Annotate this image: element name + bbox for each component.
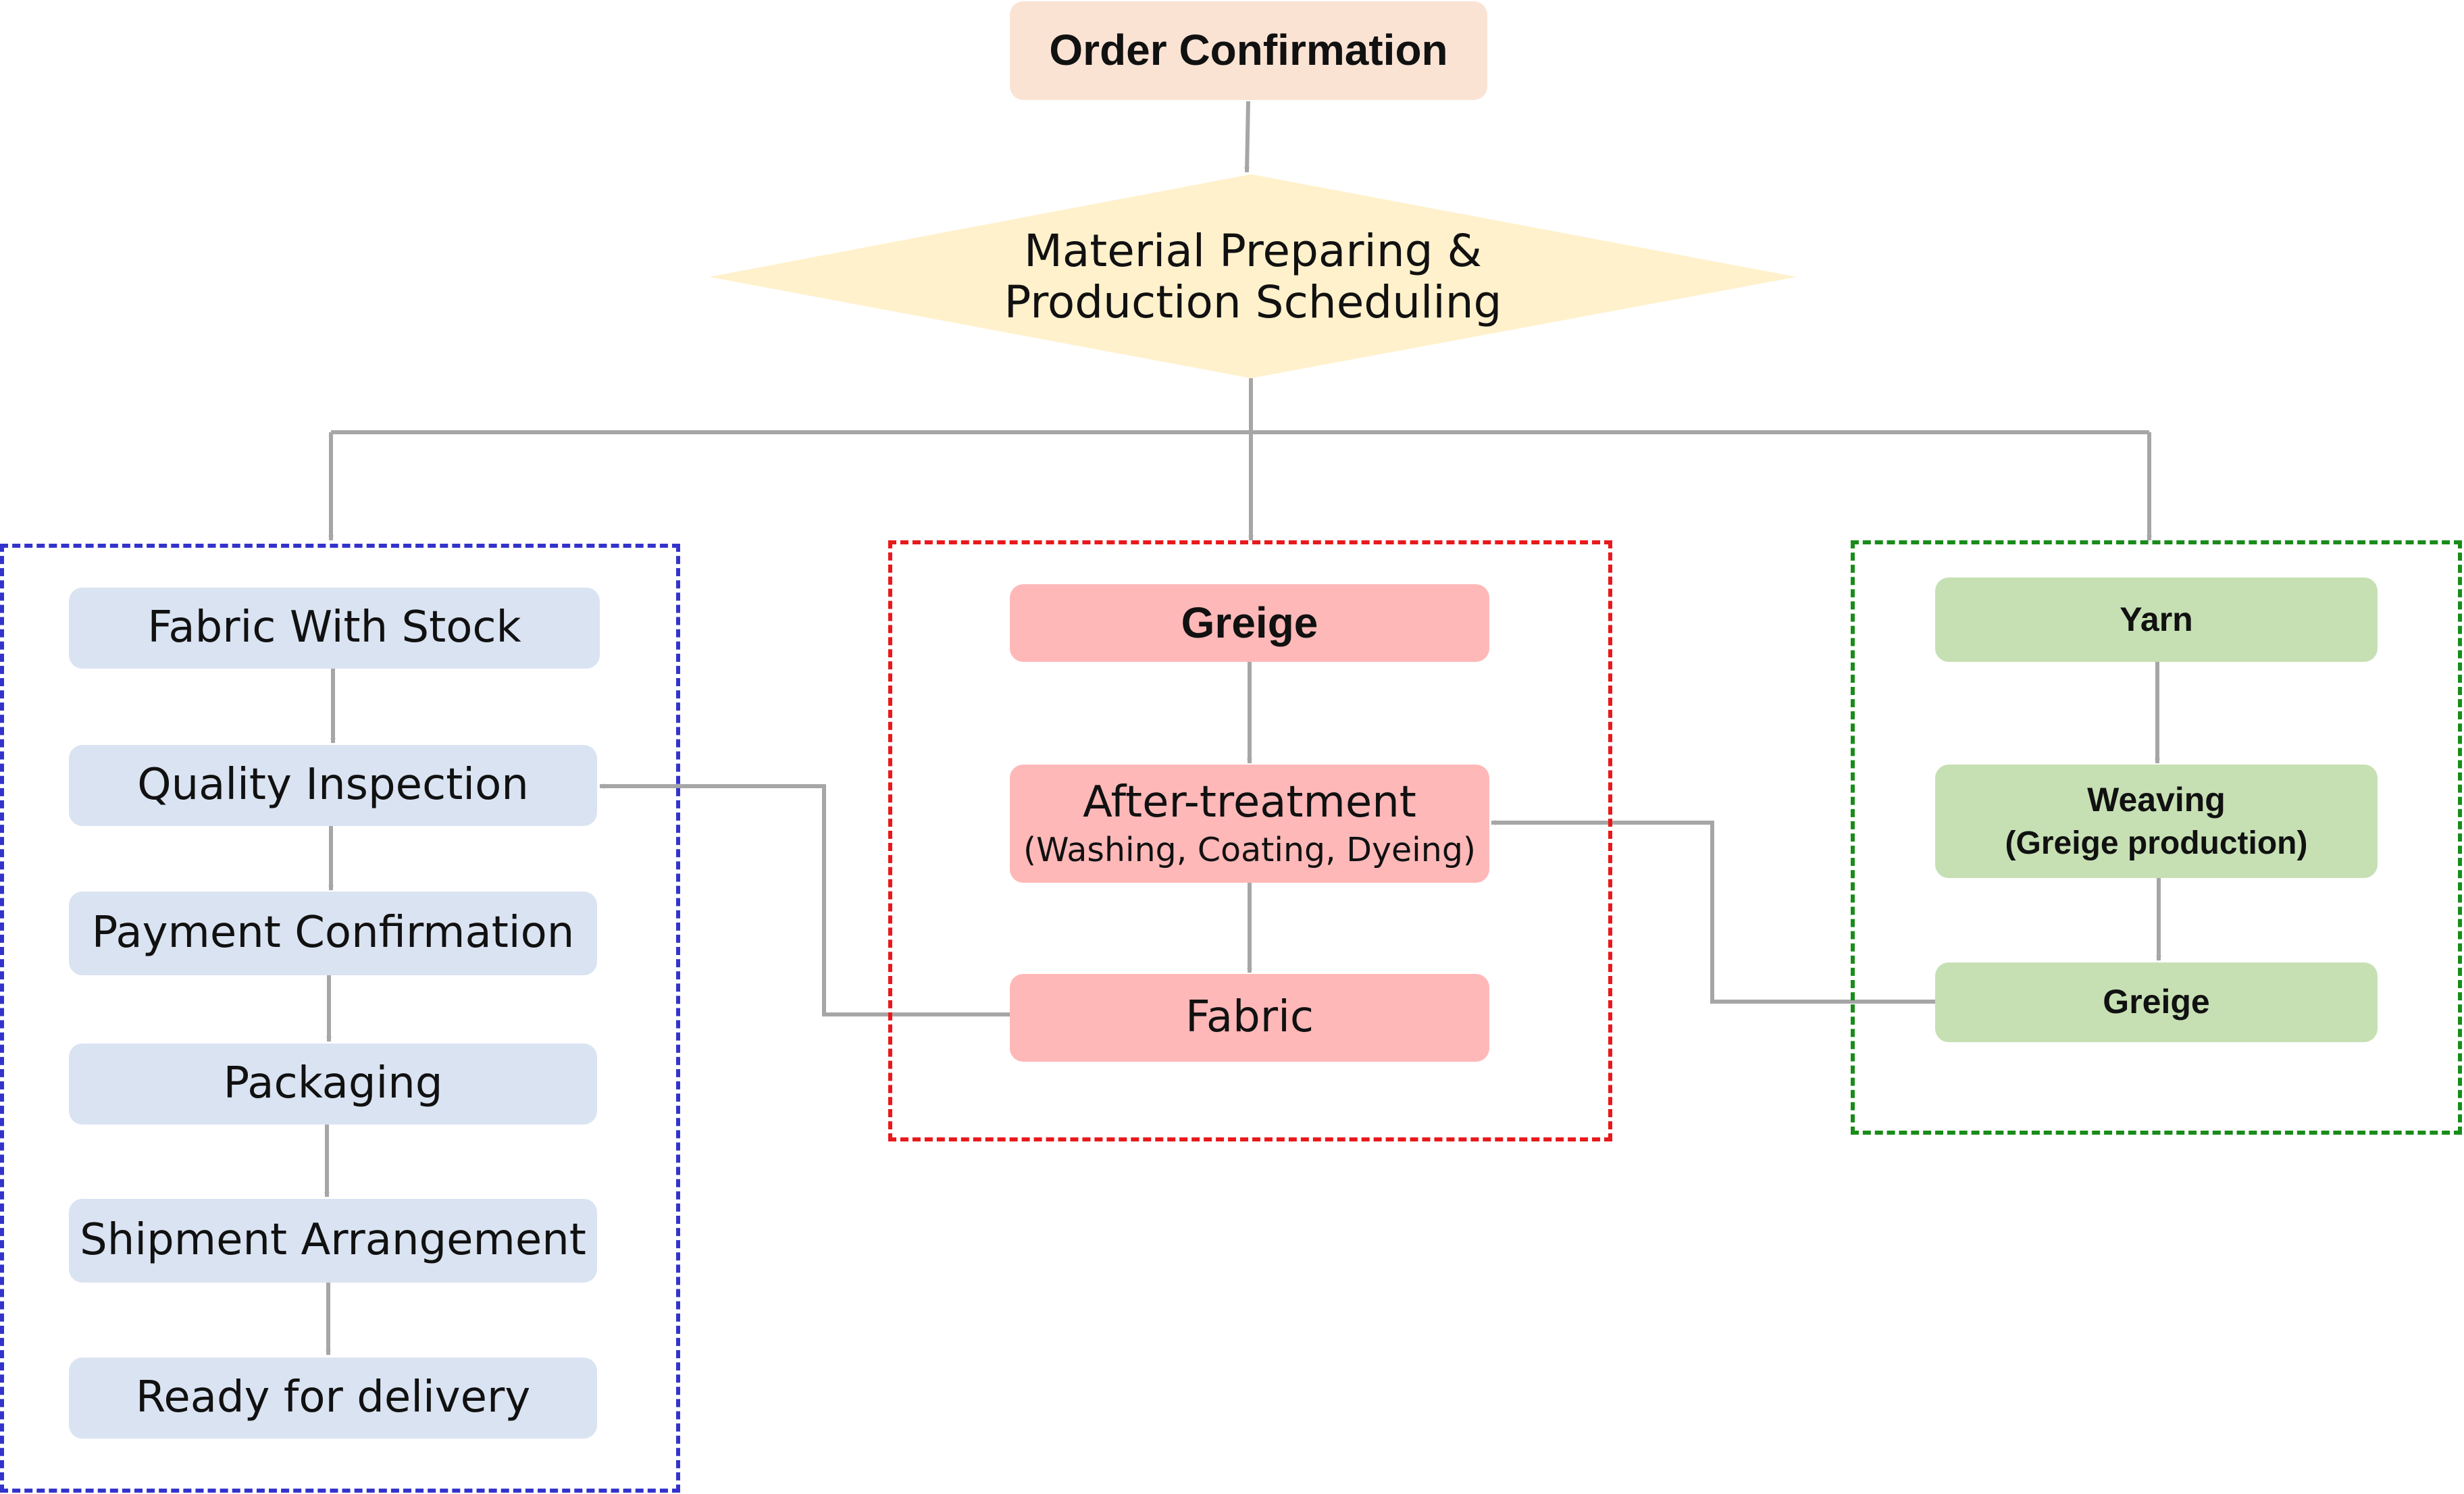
- decision-label: Material Preparing & Production Scheduli…: [959, 216, 1547, 338]
- yarn-group-frame: [1851, 540, 2462, 1135]
- payment-confirmation-node: Payment Confirmation: [69, 892, 597, 975]
- ready-for-delivery-label: Ready for delivery: [135, 1372, 531, 1423]
- shipment-arrangement-label: Shipment Arrangement: [80, 1215, 586, 1266]
- greige-label: Greige: [1181, 598, 1318, 647]
- after-treatment-node: After-treatment (Washing, Coating, Dyein…: [1010, 765, 1489, 883]
- stock-group-frame: [0, 544, 680, 1493]
- yarn-label: Yarn: [2120, 600, 2193, 638]
- payment-confirmation-label: Payment Confirmation: [91, 908, 575, 958]
- fabric-label: Fabric: [1185, 992, 1314, 1043]
- connector-order-to-decision: [1244, 101, 1250, 173]
- connector-group: [324, 101, 2161, 1356]
- decision-diamond: [709, 174, 1797, 378]
- ready-for-delivery-node: Ready for delivery: [69, 1358, 597, 1439]
- packaging-node: Packaging: [69, 1044, 597, 1125]
- quality-inspection-node: Quality Inspection: [69, 745, 597, 826]
- weaving-node: Weaving (Greige production): [1935, 765, 2378, 878]
- after-treatment-label: After-treatment: [1083, 777, 1416, 827]
- greige-group-frame: [888, 540, 1612, 1141]
- greige-output-node: Greige: [1935, 962, 2378, 1042]
- shipment-arrangement-node: Shipment Arrangement: [69, 1199, 597, 1283]
- greige-output-label: Greige: [2103, 983, 2210, 1021]
- yarn-node: Yarn: [1935, 577, 2378, 662]
- greige-node: Greige: [1010, 584, 1489, 662]
- weaving-label: Weaving: [2087, 780, 2226, 819]
- connector-greige-to-aftertreatment: [1491, 820, 1935, 1004]
- after-treatment-detail: (Washing, Coating, Dyeing): [1023, 831, 1477, 870]
- fabric-with-stock-label: Fabric With Stock: [147, 602, 521, 653]
- order-confirmation-label: Order Confirmation: [1049, 26, 1448, 75]
- packaging-label: Packaging: [223, 1058, 443, 1109]
- decision-label-line-2: Production Scheduling: [1004, 276, 1502, 328]
- quality-inspection-label: Quality Inspection: [137, 760, 529, 810]
- fabric-node: Fabric: [1010, 974, 1489, 1062]
- order-confirmation-node: Order Confirmation: [1010, 1, 1487, 100]
- connector-fabric-to-quality: [599, 783, 1010, 1016]
- decision-label-line-1: Material Preparing &: [1023, 225, 1482, 278]
- fabric-with-stock-node: Fabric With Stock: [69, 588, 600, 669]
- weaving-detail: (Greige production): [2005, 825, 2308, 862]
